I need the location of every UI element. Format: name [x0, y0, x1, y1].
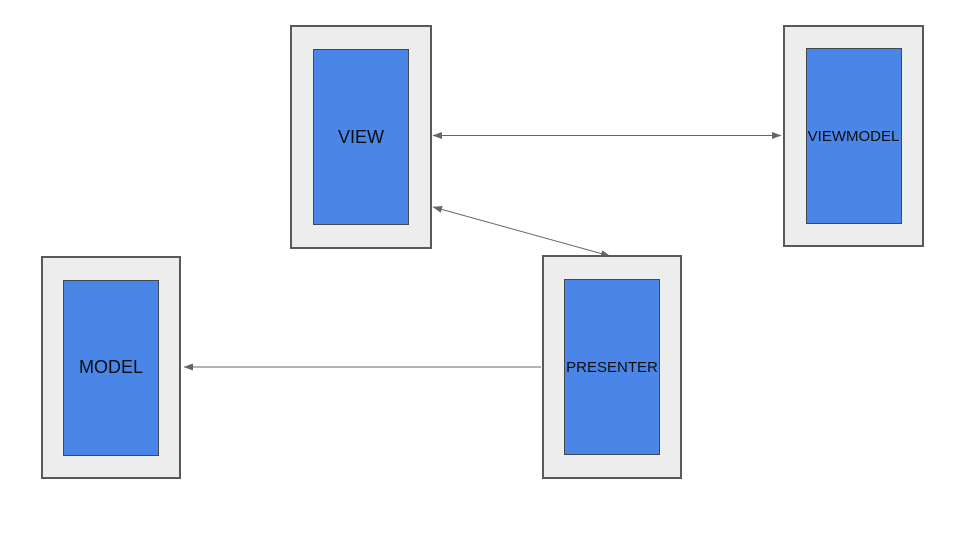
node-presenter: PRESENTER — [542, 255, 682, 479]
node-viewmodel-label: VIEWMODEL — [807, 127, 900, 145]
node-view: VIEW — [290, 25, 432, 249]
node-presenter-label: PRESENTER — [566, 358, 658, 376]
node-viewmodel-inner: VIEWMODEL — [805, 48, 902, 224]
node-presenter-inner: PRESENTER — [564, 279, 660, 455]
node-view-label: VIEW — [337, 126, 384, 147]
node-view-inner: VIEW — [313, 49, 409, 225]
node-model-label: MODEL — [78, 357, 143, 377]
node-viewmodel: VIEWMODEL — [783, 25, 924, 247]
node-model: MODEL — [41, 256, 181, 479]
edge-presenter-view — [432, 206, 611, 257]
node-model-inner: MODEL — [63, 279, 159, 456]
